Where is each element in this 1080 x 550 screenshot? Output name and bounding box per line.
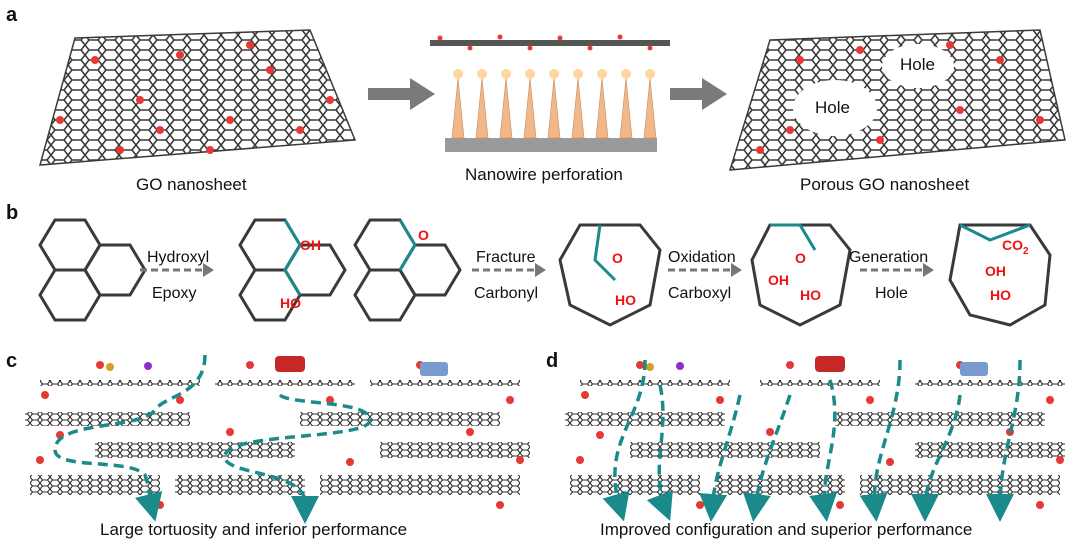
carboxyl-o-label: O <box>795 250 806 266</box>
panel-label-d: d <box>546 350 559 372</box>
structure-2: OH HO <box>238 218 347 322</box>
process-arrow-2 <box>670 78 727 110</box>
co2-label: CO2 <box>1002 237 1029 257</box>
tortuous-path-c <box>53 354 372 524</box>
step-arrow-4 <box>860 263 934 277</box>
panel-label-c: c <box>6 350 18 372</box>
hole-label-2: Hole <box>815 98 850 117</box>
step-arrow-2 <box>472 263 546 277</box>
direct-paths-d <box>602 359 1022 522</box>
oh-label-3: OH <box>985 263 1006 279</box>
step-3-top: Oxidation <box>668 249 736 266</box>
step-2-top: Fracture <box>476 249 536 266</box>
step-4-top: Generation <box>849 249 928 266</box>
step-1-top: Hydroxyl <box>147 249 209 266</box>
step-1-bottom: Epoxy <box>152 285 196 302</box>
panel-label-a: a <box>6 4 18 26</box>
caption-panel-d: Improved configuration and superior perf… <box>600 520 973 539</box>
step-2-bottom: Carbonyl <box>474 285 538 302</box>
ho-label-4: HO <box>990 287 1011 303</box>
ho-label-3: HO <box>800 287 821 303</box>
oh-label-2: OH <box>768 272 789 288</box>
panel-label-b: b <box>6 202 19 224</box>
ho-label-1: HO <box>280 295 301 311</box>
nanowire-array <box>430 34 670 152</box>
structure-5: O OH HO <box>750 223 852 327</box>
caption-nanowire-perforation: Nanowire perforation <box>465 165 623 184</box>
go-nanosheet <box>38 29 357 166</box>
structure-4: O HO <box>558 223 662 327</box>
hole-label-1: Hole <box>900 55 935 74</box>
stacked-layers-c <box>25 356 530 509</box>
structure-1 <box>38 218 147 322</box>
stacked-layers-d <box>565 356 1065 509</box>
structure-3: O <box>353 218 462 322</box>
caption-panel-c: Large tortuosity and inferior performanc… <box>100 520 408 539</box>
porous-go-nanosheet <box>728 29 1066 171</box>
oh-label-1: OH <box>300 237 321 253</box>
step-arrow-1 <box>140 263 214 277</box>
step-3-bottom: Carboxyl <box>668 285 731 302</box>
epoxy-o-label: O <box>418 227 429 243</box>
ho-label-2: HO <box>615 292 636 308</box>
caption-porous-go: Porous GO nanosheet <box>800 175 970 194</box>
structure-6: CO2 OH HO <box>948 223 1052 327</box>
caption-go-nanosheet: GO nanosheet <box>136 175 247 194</box>
carbonyl-o-label: O <box>612 250 623 266</box>
step-arrow-3 <box>668 263 742 277</box>
process-arrow-1 <box>368 78 435 110</box>
step-4-bottom: Hole <box>875 285 908 302</box>
